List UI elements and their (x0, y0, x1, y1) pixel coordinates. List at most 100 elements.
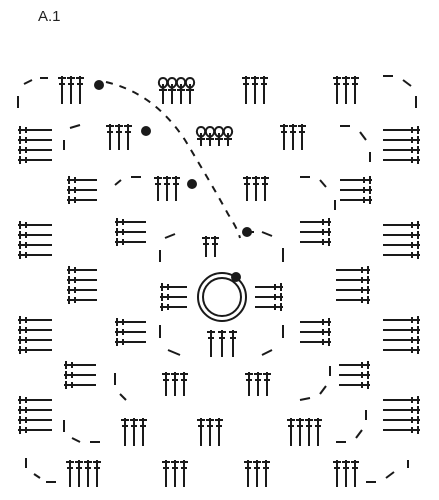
double-crochet-stitch (67, 286, 97, 294)
double-crochet-stitch (75, 460, 83, 487)
double-crochet-stitch (18, 156, 52, 164)
chain-dash (299, 397, 311, 401)
double-crochet-stitch (229, 330, 237, 357)
double-crochet-stitch (383, 221, 420, 229)
double-crochet-stitch (300, 328, 331, 336)
chain-dash (402, 79, 412, 87)
chain-dash (119, 393, 127, 401)
double-crochet-stitch (67, 186, 97, 194)
double-crochet-stitch (121, 418, 129, 446)
chain-dash (261, 349, 273, 356)
magic-ring (197, 272, 247, 322)
double-crochet-stitch (58, 76, 66, 104)
double-crochet-stitch (139, 418, 147, 446)
puff-stitch (175, 76, 187, 104)
double-crochet-stitch (115, 238, 146, 246)
double-crochet-stitch (383, 316, 420, 324)
double-crochet-stitch (383, 241, 420, 249)
double-crochet-stitch (305, 418, 313, 446)
double-crochet-stitch (76, 76, 84, 104)
double-crochet-stitch (383, 396, 420, 404)
double-crochet-stitch (253, 460, 261, 487)
double-crochet-stitch (287, 418, 295, 446)
double-crochet-stitch (300, 338, 331, 346)
double-crochet-stitch (64, 371, 96, 379)
double-crochet-stitch (383, 251, 420, 259)
double-crochet-stitch (115, 218, 146, 226)
double-crochet-stitch (255, 293, 283, 301)
slip-stitch-dot (231, 272, 241, 282)
double-crochet-stitch (207, 330, 215, 357)
double-crochet-stitch (298, 124, 306, 150)
double-crochet-stitch (383, 406, 420, 414)
diagram-title: A.1 (38, 8, 61, 25)
chain-dash (69, 124, 81, 129)
double-crochet-stitch (255, 303, 283, 311)
double-crochet-stitch (245, 372, 253, 396)
double-crochet-stitch (197, 418, 205, 446)
chain-dash (167, 349, 181, 356)
double-crochet-stitch (383, 146, 420, 154)
double-crochet-stitch (254, 372, 262, 396)
double-crochet-stitch (339, 381, 370, 389)
double-crochet-stitch (340, 186, 372, 194)
double-crochet-stitch (115, 318, 146, 326)
double-crochet-stitch (130, 418, 138, 446)
double-crochet-stitch (124, 124, 132, 150)
double-crochet-stitch (251, 76, 259, 104)
double-crochet-stitch (333, 76, 341, 104)
puff-stitch (213, 125, 225, 146)
double-crochet-stitch (84, 460, 92, 487)
double-crochet-stitch (115, 328, 146, 336)
double-crochet-stitch (351, 460, 359, 487)
double-crochet-stitch (180, 460, 188, 487)
double-crochet-stitch (162, 372, 170, 396)
double-crochet-stitch (18, 316, 52, 324)
double-crochet-stitch (160, 283, 187, 291)
double-crochet-stitch (67, 176, 97, 184)
double-crochet-stitch (300, 238, 331, 246)
double-crochet-stitch (115, 124, 123, 150)
double-crochet-stitch (115, 338, 146, 346)
chain-dash (164, 233, 176, 239)
double-crochet-stitch (215, 418, 223, 446)
double-crochet-stitch (280, 124, 288, 150)
double-crochet-stitch (243, 176, 251, 201)
double-crochet-stitch (289, 124, 297, 150)
double-crochet-stitch (342, 460, 350, 487)
chain-dash (23, 79, 33, 85)
double-crochet-stitch (339, 371, 370, 379)
double-crochet-stitch (333, 460, 341, 487)
puff-stitch (157, 76, 169, 104)
double-crochet-stitch (383, 326, 420, 334)
double-crochet-stitch (171, 372, 179, 396)
double-crochet-stitch (211, 236, 219, 257)
chain-dash (385, 471, 395, 479)
joining-chain-path (105, 81, 241, 239)
double-crochet-stitch (263, 372, 271, 396)
double-crochet-stitch (18, 126, 52, 134)
double-crochet-stitch (93, 460, 101, 487)
double-crochet-stitch (383, 231, 420, 239)
double-crochet-stitch (383, 426, 420, 434)
chain-dash (261, 231, 273, 237)
slip-stitch-dot (242, 227, 252, 237)
double-crochet-stitch (218, 330, 226, 357)
double-crochet-stitch (106, 124, 114, 150)
double-crochet-stitch (18, 326, 52, 334)
double-crochet-stitch (18, 396, 52, 404)
double-crochet-stitch (383, 136, 420, 144)
double-crochet-stitch (162, 460, 170, 487)
double-crochet-stitch (18, 426, 52, 434)
double-crochet-stitch (314, 418, 322, 446)
double-crochet-stitch (18, 336, 52, 344)
double-crochet-stitch (244, 460, 252, 487)
chain-dash (359, 131, 367, 141)
double-crochet-stitch (18, 231, 52, 239)
double-crochet-stitch (67, 196, 97, 204)
double-crochet-stitch (180, 372, 188, 396)
puff-stitch (184, 76, 196, 104)
double-crochet-stitch (300, 318, 331, 326)
double-crochet-stitch (336, 266, 370, 274)
